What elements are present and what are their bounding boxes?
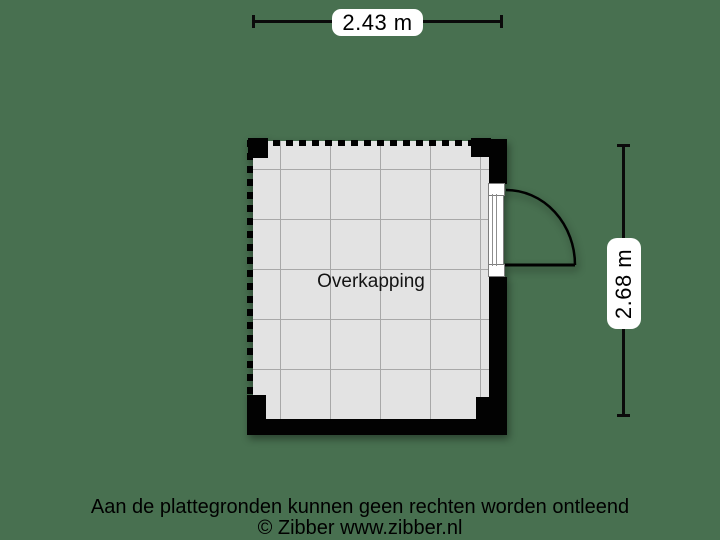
- dimension-width-tick-right: [500, 15, 503, 28]
- room-floor: [253, 141, 489, 422]
- dimension-height-tick-bottom: [617, 414, 630, 417]
- wall-left-dashed: [247, 140, 253, 421]
- corner-post-top-right: [471, 138, 491, 157]
- corner-post-bottom-right: [476, 397, 490, 422]
- dimension-width-label: 2.43 m: [332, 9, 423, 36]
- footer: Aan de plattegronden kunnen geen rechten…: [0, 497, 720, 539]
- wall-top-dashed: [247, 140, 490, 146]
- wall-right-upper: [489, 139, 507, 184]
- dimension-height-label: 2.68 m: [607, 238, 641, 329]
- floor-plan: Overkapping: [246, 138, 577, 436]
- door-panel-line: [496, 194, 497, 266]
- corner-post-bottom-left: [247, 395, 266, 422]
- door-panel-line: [492, 194, 493, 266]
- footer-copyright: © Zibber www.zibber.nl: [257, 517, 463, 539]
- dimension-height-label-text: 2.68 m: [611, 248, 637, 319]
- door-swing-arc: [505, 188, 577, 267]
- dimension-height-tick-top: [617, 144, 630, 147]
- door: [488, 183, 505, 277]
- wall-right-lower: [489, 277, 507, 435]
- corner-post-top-left: [248, 138, 268, 158]
- footer-disclaimer: Aan de plattegronden kunnen geen rechten…: [90, 496, 630, 518]
- wall-bottom: [247, 419, 507, 435]
- dimension-width-tick-left: [252, 15, 255, 28]
- room-label: Overkapping: [317, 270, 425, 292]
